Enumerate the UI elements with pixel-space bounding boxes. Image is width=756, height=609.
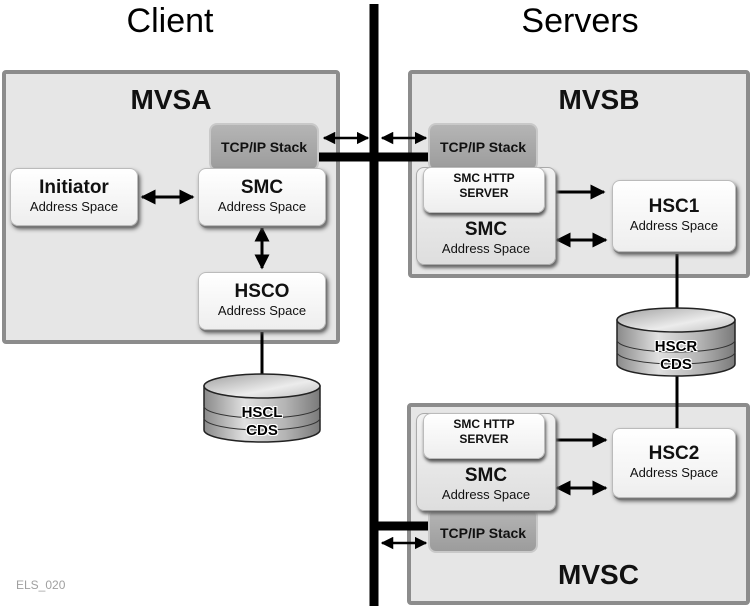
hsc1-name: HSC1 [648, 196, 700, 217]
mvsc-tcpip-stack: TCP/IP Stack [428, 508, 538, 553]
hsc2-sub: Address Space [629, 465, 719, 480]
mvsc-smc-name: SMC [464, 465, 508, 486]
mvsc-title: MVSC [558, 559, 639, 590]
mvsb-title: MVSB [558, 84, 640, 115]
hsc2-address-space: HSC2 Address Space [612, 428, 736, 498]
hscl-label-line1: HSCL [241, 404, 283, 421]
mvsc-http-line1: SMC HTTP [453, 417, 515, 431]
hsc2-name: HSC2 [648, 443, 700, 464]
mvsb-http-line1: SMC HTTP [453, 171, 515, 185]
figure-id: ELS_020 [16, 578, 66, 592]
hsco-address-space: HSCO Address Space [198, 272, 326, 330]
mvsa-smc-name: SMC [240, 177, 284, 198]
hsco-name: HSCO [234, 281, 290, 302]
hsco-sub: Address Space [217, 303, 307, 318]
mvsc-http-line2: SERVER [459, 432, 509, 446]
mvsa-title: MVSA [130, 84, 212, 115]
hscr-database-icon [616, 307, 736, 377]
hscr-database-label: HSCR CDS [636, 338, 716, 374]
client-heading: Client [126, 2, 214, 40]
servers-heading: Servers [521, 2, 639, 40]
initiator-sub: Address Space [29, 199, 119, 214]
mvsa-tcpip-stack: TCP/IP Stack [209, 123, 319, 171]
mvsa-smc-sub: Address Space [217, 199, 307, 214]
hscr-label-line2: CDS [660, 356, 692, 373]
mvsb-http-line2: SERVER [459, 186, 509, 200]
mvsb-smc-name: SMC [464, 219, 508, 240]
hscr-label-line1: HSCR [654, 338, 698, 355]
initiator-address-space: Initiator Address Space [10, 168, 138, 226]
hscl-database-icon [203, 373, 321, 443]
hscl-database-label: HSCL CDS [222, 404, 302, 440]
mvsa-smc-address-space: SMC Address Space [198, 168, 326, 226]
initiator-name: Initiator [39, 177, 109, 198]
mvsc-smc-sub: Address Space [441, 487, 531, 502]
hscl-label-line2: CDS [246, 422, 278, 439]
hsc1-sub: Address Space [629, 218, 719, 233]
hsc1-address-space: HSC1 Address Space [612, 180, 736, 252]
mvsb-smc-sub: Address Space [441, 241, 531, 256]
mvsb-tcpip-stack: TCP/IP Stack [428, 123, 538, 171]
mvsc-smc-http-server: SMC HTTP SERVER [423, 413, 545, 459]
mvsb-smc-http-server: SMC HTTP SERVER [423, 167, 545, 213]
